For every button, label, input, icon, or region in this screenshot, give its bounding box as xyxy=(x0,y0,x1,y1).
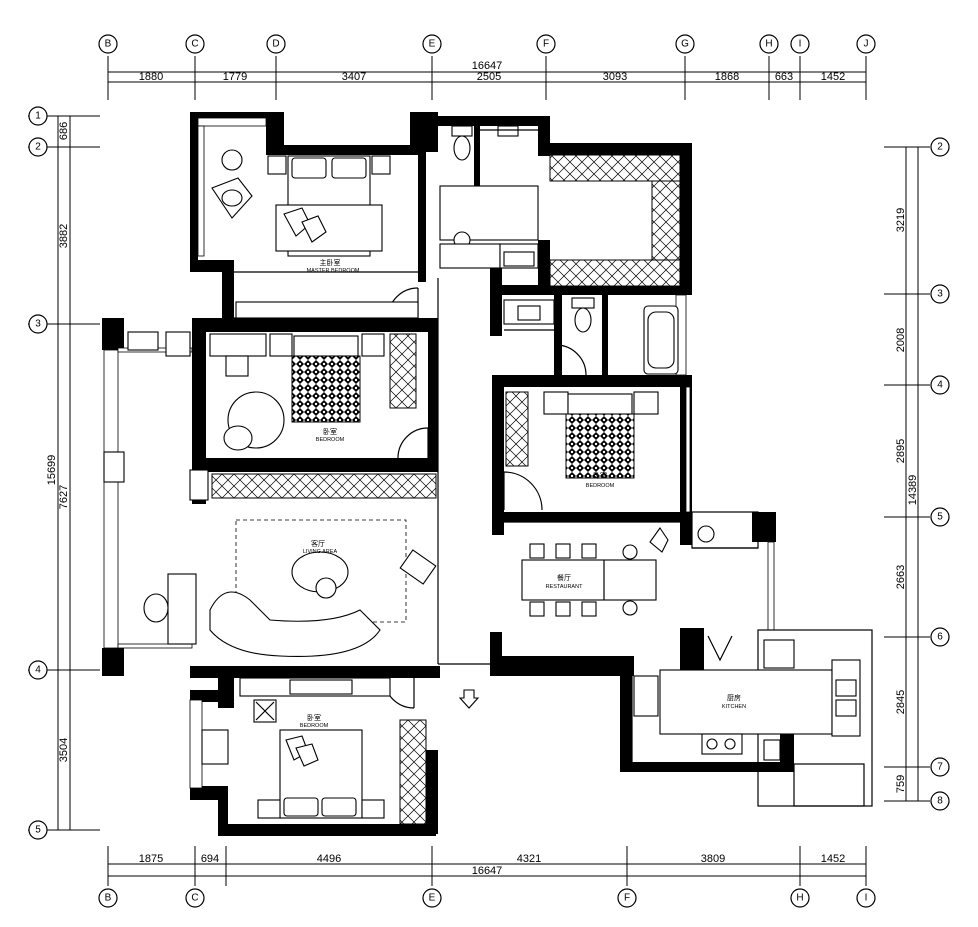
grid-top-B: B xyxy=(105,39,112,50)
left-dimension-lines xyxy=(28,115,100,831)
top-dimension-lines xyxy=(107,56,867,100)
top-dimension-values: 1880 1779 3407 2505 3093 1868 663 1452 xyxy=(139,71,845,83)
bottom-total-dimension: 16647 xyxy=(472,865,503,877)
dim-bottom-3: 4496 xyxy=(317,853,341,865)
grid-top-C: C xyxy=(191,39,198,50)
dim-right-2: 2008 xyxy=(895,328,907,352)
grid-right-8: 8 xyxy=(937,796,943,807)
grid-right-2: 2 xyxy=(937,142,943,153)
grid-bottom-C: C xyxy=(191,893,198,904)
dim-top-2: 1779 xyxy=(223,71,247,83)
living-label-en: LIVING AREA xyxy=(303,549,338,555)
grid-bottom-B: B xyxy=(105,893,112,904)
walls xyxy=(102,112,794,836)
dim-top-5: 3093 xyxy=(603,71,627,83)
grid-top-H: H xyxy=(765,39,772,50)
dim-top-8: 1452 xyxy=(821,71,845,83)
grid-top-J: J xyxy=(864,39,869,50)
dim-right-1: 3219 xyxy=(895,208,907,232)
grid-left-5: 5 xyxy=(35,825,41,836)
dim-bottom-4: 4321 xyxy=(517,853,541,865)
left-dimension-values: 686 3882 7627 3504 xyxy=(58,122,70,762)
grid-left-3: 3 xyxy=(35,319,41,330)
dim-left-1: 686 xyxy=(58,122,70,140)
dining-label-cn: 餐厅 xyxy=(557,573,571,582)
bedroom3-label-cn: 卧室 xyxy=(307,713,321,722)
master-bedroom-furniture: 主卧室 MASTER BEDROOM xyxy=(211,149,419,319)
dim-bottom-6: 1452 xyxy=(821,853,845,865)
bedroom-label-cn: 卧室 xyxy=(323,427,337,436)
grid-left-4: 4 xyxy=(35,665,41,676)
grid-right-7: 7 xyxy=(937,762,943,773)
dim-right-3: 2895 xyxy=(895,439,907,463)
right-dimension-lines xyxy=(884,146,930,802)
dim-right-6: 759 xyxy=(895,775,907,793)
master-bedroom-label-cn: 主卧室 xyxy=(320,258,341,267)
grid-top-G: G xyxy=(681,39,689,50)
kitchen-furniture: 厨房 KITCHEN xyxy=(458,639,861,761)
living-label-cn: 客厅 xyxy=(311,539,325,548)
thin-outlines xyxy=(103,117,873,807)
dining-furniture: 餐厅 RESTAURANT xyxy=(521,525,715,617)
bottom-grid-bubbles: B C E F H I xyxy=(98,888,876,908)
bedroom2-label-cn: 卧室 xyxy=(593,471,607,480)
kitchen-label-en: KITCHEN xyxy=(722,704,746,710)
grid-bottom-F: F xyxy=(624,893,630,904)
dim-top-7: 663 xyxy=(775,71,793,83)
grid-right-6: 6 xyxy=(937,632,943,643)
bedroom3-label-en: BEDROOM xyxy=(300,723,329,729)
left-total-dimension: 15699 xyxy=(46,455,58,486)
grid-top-E: E xyxy=(429,39,436,50)
bottom-dimension-lines xyxy=(107,846,867,886)
grid-left-1: 1 xyxy=(35,111,41,122)
grid-bottom-I: I xyxy=(865,893,868,904)
dim-top-4: 2505 xyxy=(477,71,501,83)
dining-label-en: RESTAURANT xyxy=(546,584,584,590)
dim-top-6: 1868 xyxy=(715,71,739,83)
right-dimension-values: 3219 2008 2895 2663 2845 759 xyxy=(895,208,907,793)
grid-top-I: I xyxy=(799,39,802,50)
grid-bottom-E: E xyxy=(429,893,436,904)
right-bedroom-furniture: 卧室 BEDROOM xyxy=(505,391,659,489)
dim-right-4: 2663 xyxy=(895,565,907,589)
dim-bottom-1: 1875 xyxy=(139,853,163,865)
grid-bottom-H: H xyxy=(796,893,803,904)
left-bedroom-furniture: 卧室 BEDROOM xyxy=(127,331,437,501)
right-grid-bubbles: 2 3 4 5 6 7 8 xyxy=(930,137,950,811)
grid-left-2: 2 xyxy=(35,142,41,153)
bedroom2-label-en: BEDROOM xyxy=(586,483,615,489)
dim-right-5: 2845 xyxy=(895,690,907,714)
grid-top-D: D xyxy=(272,39,279,50)
grid-right-4: 4 xyxy=(937,380,943,391)
bottom-dimension-values: 1875 694 4496 4321 3809 1452 xyxy=(139,853,845,865)
top-grid-bubbles: B C D E F G H I J xyxy=(98,34,876,54)
top-total-dimension: 16647 xyxy=(472,60,503,72)
middle-bathrooms xyxy=(503,297,679,375)
dim-left-4: 3504 xyxy=(58,738,70,762)
dim-bottom-5: 3809 xyxy=(701,853,725,865)
dim-top-3: 3407 xyxy=(342,71,366,83)
bedroom-label-en: BEDROOM xyxy=(316,437,345,443)
dim-bottom-2: 694 xyxy=(201,853,219,865)
left-grid-bubbles: 1 2 3 4 5 xyxy=(28,106,48,840)
right-total-dimension: 14389 xyxy=(907,475,919,506)
dim-left-2: 3882 xyxy=(58,224,70,248)
grid-right-3: 3 xyxy=(937,289,943,300)
kitchen-label-cn: 厨房 xyxy=(727,693,741,702)
top-bathrooms xyxy=(439,125,681,287)
grid-right-5: 5 xyxy=(937,512,943,523)
master-bedroom-label-en: MASTER BEDROOM xyxy=(307,268,360,274)
dim-left-3: 7627 xyxy=(58,485,70,509)
bottom-bedroom-furniture: 卧室 BEDROOM xyxy=(201,677,427,825)
living-room-furniture: 客厅 LIVING AREA xyxy=(103,451,437,657)
grid-top-F: F xyxy=(543,39,549,50)
dim-top-1: 1880 xyxy=(139,71,163,83)
